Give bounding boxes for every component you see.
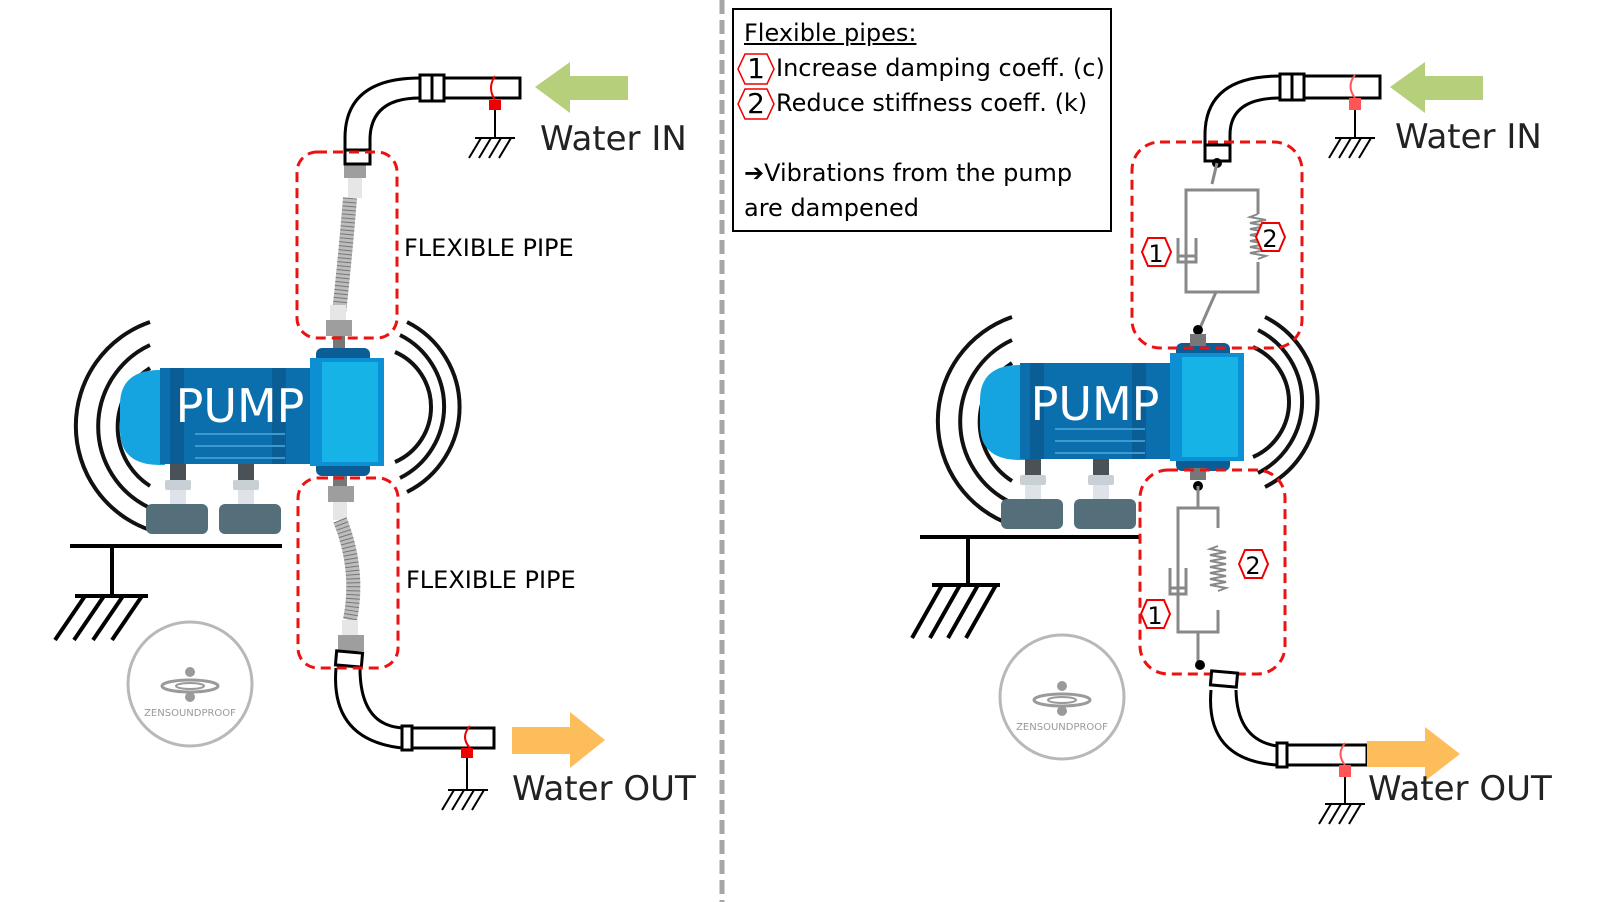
spring-damper-top: 1 2 xyxy=(1141,158,1286,346)
outlet-elbow-pipe-right xyxy=(1208,669,1369,825)
left-panel: PUMP Water IN FLEXIBLE PIPE xyxy=(53,62,696,811)
pump-feet-right xyxy=(1001,457,1136,529)
water-out-label-right: Water OUT xyxy=(1368,769,1552,809)
flexible-pipe-bottom-highlight xyxy=(296,476,400,670)
right-panel: PUMP Water IN 1 xyxy=(910,62,1552,825)
damper-badge-bottom: 1 xyxy=(1147,602,1162,630)
spring-badge-bottom: 2 xyxy=(1245,552,1260,580)
water-out-label: Water OUT xyxy=(512,769,696,809)
legend-item-stiffness: 2 Reduce stiffness coeff. (k) xyxy=(737,86,1110,121)
legend-title: Flexible pipes: xyxy=(744,19,917,47)
zensoundproof-logo: ZENSOUNDPROOF xyxy=(126,620,254,748)
legend-item-damping: 1 Increase damping coeff. (c) xyxy=(737,51,1110,86)
droplet-icon xyxy=(185,667,195,677)
pump-body xyxy=(120,348,384,476)
legend-item-text: Reduce stiffness coeff. (k) xyxy=(776,89,1088,117)
pump-label: PUMP xyxy=(176,379,305,433)
vibration-waves-right xyxy=(393,320,462,494)
water-in-arrow xyxy=(535,62,628,113)
pump-label-right: PUMP xyxy=(1031,377,1160,431)
inlet-elbow-pipe xyxy=(343,73,522,166)
hexagon-badge-1: 1 xyxy=(736,52,776,85)
legend-conclusion-line2: are dampened xyxy=(744,194,919,222)
legend-conclusion: ➔ Vibrations from the pump xyxy=(744,156,1110,191)
flexible-pipe-bottom xyxy=(328,476,364,651)
logo-text: ZENSOUNDPROOF xyxy=(144,708,236,719)
pump-body-right xyxy=(980,343,1244,471)
base-ground-symbol-right xyxy=(910,535,1140,639)
flexible-pipe-bottom-label: FLEXIBLE PIPE xyxy=(406,566,576,594)
water-in-label: Water IN xyxy=(540,119,687,159)
droplet-icon xyxy=(1057,681,1067,691)
vibration-waves-right-right-panel xyxy=(1251,315,1320,489)
arrow-right-icon: ➔ xyxy=(744,159,765,187)
spring-icon xyxy=(1206,545,1230,592)
hexagon-badge-2: 2 xyxy=(736,87,776,120)
damper-icon xyxy=(1176,238,1198,264)
logo-text-right: ZENSOUNDPROOF xyxy=(1016,722,1108,733)
damper-badge-top: 1 xyxy=(1148,240,1163,268)
outlet-elbow-pipe xyxy=(333,649,496,811)
flexible-pipe-top-label: FLEXIBLE PIPE xyxy=(404,234,574,262)
pump-feet xyxy=(146,462,281,534)
spring-damper-bottom: 1 2 xyxy=(1140,468,1269,670)
water-out-arrow-right xyxy=(1367,727,1460,781)
flexible-pipe-top-highlight xyxy=(295,150,399,340)
spring-badge-top: 2 xyxy=(1262,225,1277,253)
water-in-arrow-right xyxy=(1390,62,1483,113)
zensoundproof-logo-right: ZENSOUNDPROOF xyxy=(998,633,1126,761)
base-ground-symbol xyxy=(53,544,282,642)
water-in-label-right: Water IN xyxy=(1395,117,1542,157)
inlet-elbow-pipe-right xyxy=(1203,72,1382,163)
flexible-pipe-top xyxy=(326,162,366,348)
legend-box: Flexible pipes: 1 Increase damping coeff… xyxy=(732,8,1112,232)
spring-damper-top-highlight xyxy=(1130,140,1304,350)
water-out-arrow xyxy=(512,712,605,768)
legend-item-text: Increase damping coeff. (c) xyxy=(776,54,1105,82)
damper-icon xyxy=(1168,568,1188,596)
